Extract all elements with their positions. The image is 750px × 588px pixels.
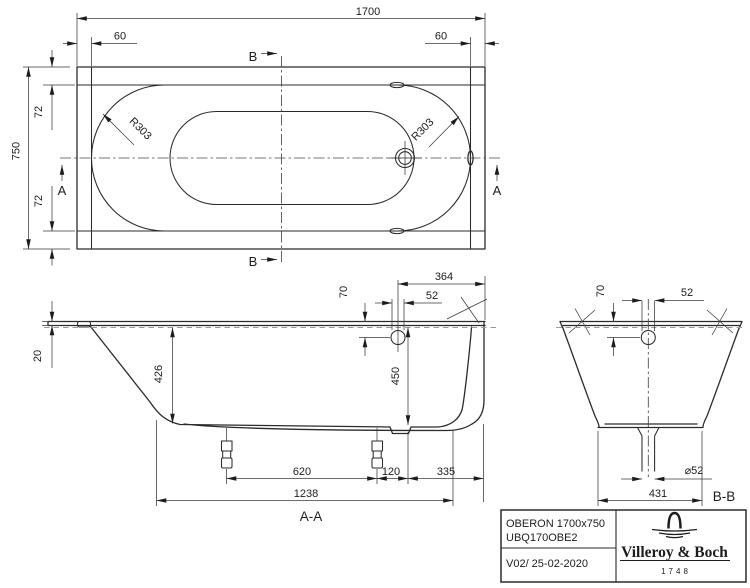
model-name: OBERON 1700x750 bbox=[506, 518, 605, 530]
bb-dim-pipe-diameter: ⌀52 bbox=[621, 465, 712, 482]
article-number: UBQ170OBE2 bbox=[506, 532, 578, 544]
logo-arch-icon bbox=[667, 511, 682, 529]
aa-dim-rim-height: 20 bbox=[32, 301, 60, 368]
aa-dim-335-label: 335 bbox=[437, 466, 455, 478]
aa-foot-left bbox=[220, 428, 233, 469]
aa-dim-drain-below-rim: 70 bbox=[338, 286, 368, 356]
bb-shell-outline bbox=[561, 326, 741, 429]
basin-floor-edge bbox=[169, 110, 415, 206]
dim-72-bottom-label: 72 bbox=[33, 195, 45, 207]
dim-side-offset-bottom: 72 bbox=[33, 186, 75, 266]
section-a-left-label: A bbox=[58, 183, 67, 198]
aa-dim-20-label: 20 bbox=[32, 350, 44, 362]
radius-callout-right: R303 bbox=[409, 116, 460, 148]
section-b-top-label: B bbox=[249, 49, 258, 64]
aa-rim-lines bbox=[47, 320, 486, 327]
top-view: 1700 60 60 750 72 bbox=[11, 6, 502, 269]
dim-750-label: 750 bbox=[11, 142, 23, 160]
bb-dim-drain-hole: 52 bbox=[622, 287, 704, 303]
section-marker-b-top: B bbox=[249, 49, 277, 64]
logo-waves-icon bbox=[651, 528, 698, 539]
grip-hole-top bbox=[389, 81, 405, 89]
section-aa-view: 364 70 52 20 426 4 bbox=[32, 271, 500, 524]
villeroy-boch-logo: Villeroy & Boch 1748 bbox=[620, 511, 730, 576]
radius-left-label: R303 bbox=[127, 115, 154, 142]
title-block: OBERON 1700x750 UBQ170OBE2 V02/ 25-02-20… bbox=[500, 509, 747, 583]
aa-surface-marks bbox=[446, 296, 488, 324]
aa-rim-lip bbox=[76, 320, 92, 328]
drain-top bbox=[388, 141, 422, 175]
bb-surface-marks bbox=[568, 308, 734, 336]
dim-72-top-label: 72 bbox=[33, 106, 45, 118]
dim-60-right-label: 60 bbox=[435, 31, 447, 43]
aa-dim-364-label: 364 bbox=[435, 271, 453, 283]
section-bb-title: B-B bbox=[713, 489, 736, 504]
bb-dim-phi52-label: ⌀52 bbox=[685, 465, 704, 477]
aa-dim-450-label: 450 bbox=[390, 367, 402, 385]
aa-dim-426-label: 426 bbox=[153, 365, 165, 383]
section-marker-b-bottom: B bbox=[249, 254, 277, 269]
dim-end-offset-left: 60 bbox=[63, 31, 137, 66]
bb-drain bbox=[607, 301, 656, 346]
bb-drain-pipe bbox=[637, 427, 660, 472]
aa-dim-620-label: 620 bbox=[293, 466, 311, 478]
aa-dim-drain-hole: 52 bbox=[375, 290, 442, 306]
dim-overall-length: 1700 bbox=[76, 6, 486, 66]
overflow-slot bbox=[467, 150, 474, 166]
dim-1700-label: 1700 bbox=[356, 6, 380, 18]
title-block-dividers bbox=[501, 510, 617, 582]
section-bb-view: 70 52 ⌀52 431 B-B bbox=[556, 285, 746, 506]
grip-hole-bottom bbox=[389, 227, 405, 235]
aa-shell-outline bbox=[89, 320, 485, 435]
section-aa-title: A-A bbox=[300, 509, 323, 524]
bb-dim-70-label: 70 bbox=[595, 285, 607, 297]
radius-callout-left: R303 bbox=[102, 113, 154, 146]
revision-date: V02/ 25-02-2020 bbox=[506, 558, 588, 570]
radius-right-label: R303 bbox=[409, 116, 436, 143]
brand-year: 1748 bbox=[661, 567, 691, 576]
section-b-bottom-label: B bbox=[249, 254, 258, 269]
aa-dim-1238-label: 1238 bbox=[294, 488, 318, 500]
basin-outer-edge bbox=[91, 84, 471, 232]
dim-overall-width: 750 bbox=[11, 66, 70, 250]
aa-dim-depth-rear: 426 bbox=[153, 327, 175, 424]
aa-drain bbox=[359, 280, 406, 352]
dim-end-offset-right: 60 bbox=[425, 31, 499, 66]
aa-dim-70-label: 70 bbox=[338, 286, 350, 298]
dim-60-left-label: 60 bbox=[114, 31, 126, 43]
bb-dim-drain-below-rim: 70 bbox=[595, 285, 616, 356]
section-marker-a-left: A bbox=[58, 165, 67, 198]
aa-dim-120-label: 120 bbox=[382, 466, 400, 478]
aa-dim-52-label: 52 bbox=[426, 290, 438, 302]
bb-rim-lines bbox=[559, 320, 743, 329]
dim-side-offset-top: 72 bbox=[33, 50, 75, 130]
section-marker-a-right: A bbox=[493, 165, 502, 198]
section-a-right-label: A bbox=[493, 183, 502, 198]
brand-wordmark: Villeroy & Boch bbox=[621, 544, 728, 561]
aa-dim-drain-from-end: 364 bbox=[398, 271, 486, 320]
aa-bottom-dims: 620 120 335 1238 bbox=[156, 420, 484, 506]
bb-dim-431-label: 431 bbox=[649, 488, 667, 500]
bb-dim-52-label: 52 bbox=[681, 287, 693, 299]
title-block-border bbox=[500, 509, 747, 583]
bb-dim-base-width: 431 bbox=[597, 431, 703, 506]
aa-foot-right bbox=[371, 428, 384, 469]
aa-dim-depth-front: 450 bbox=[390, 327, 411, 425]
